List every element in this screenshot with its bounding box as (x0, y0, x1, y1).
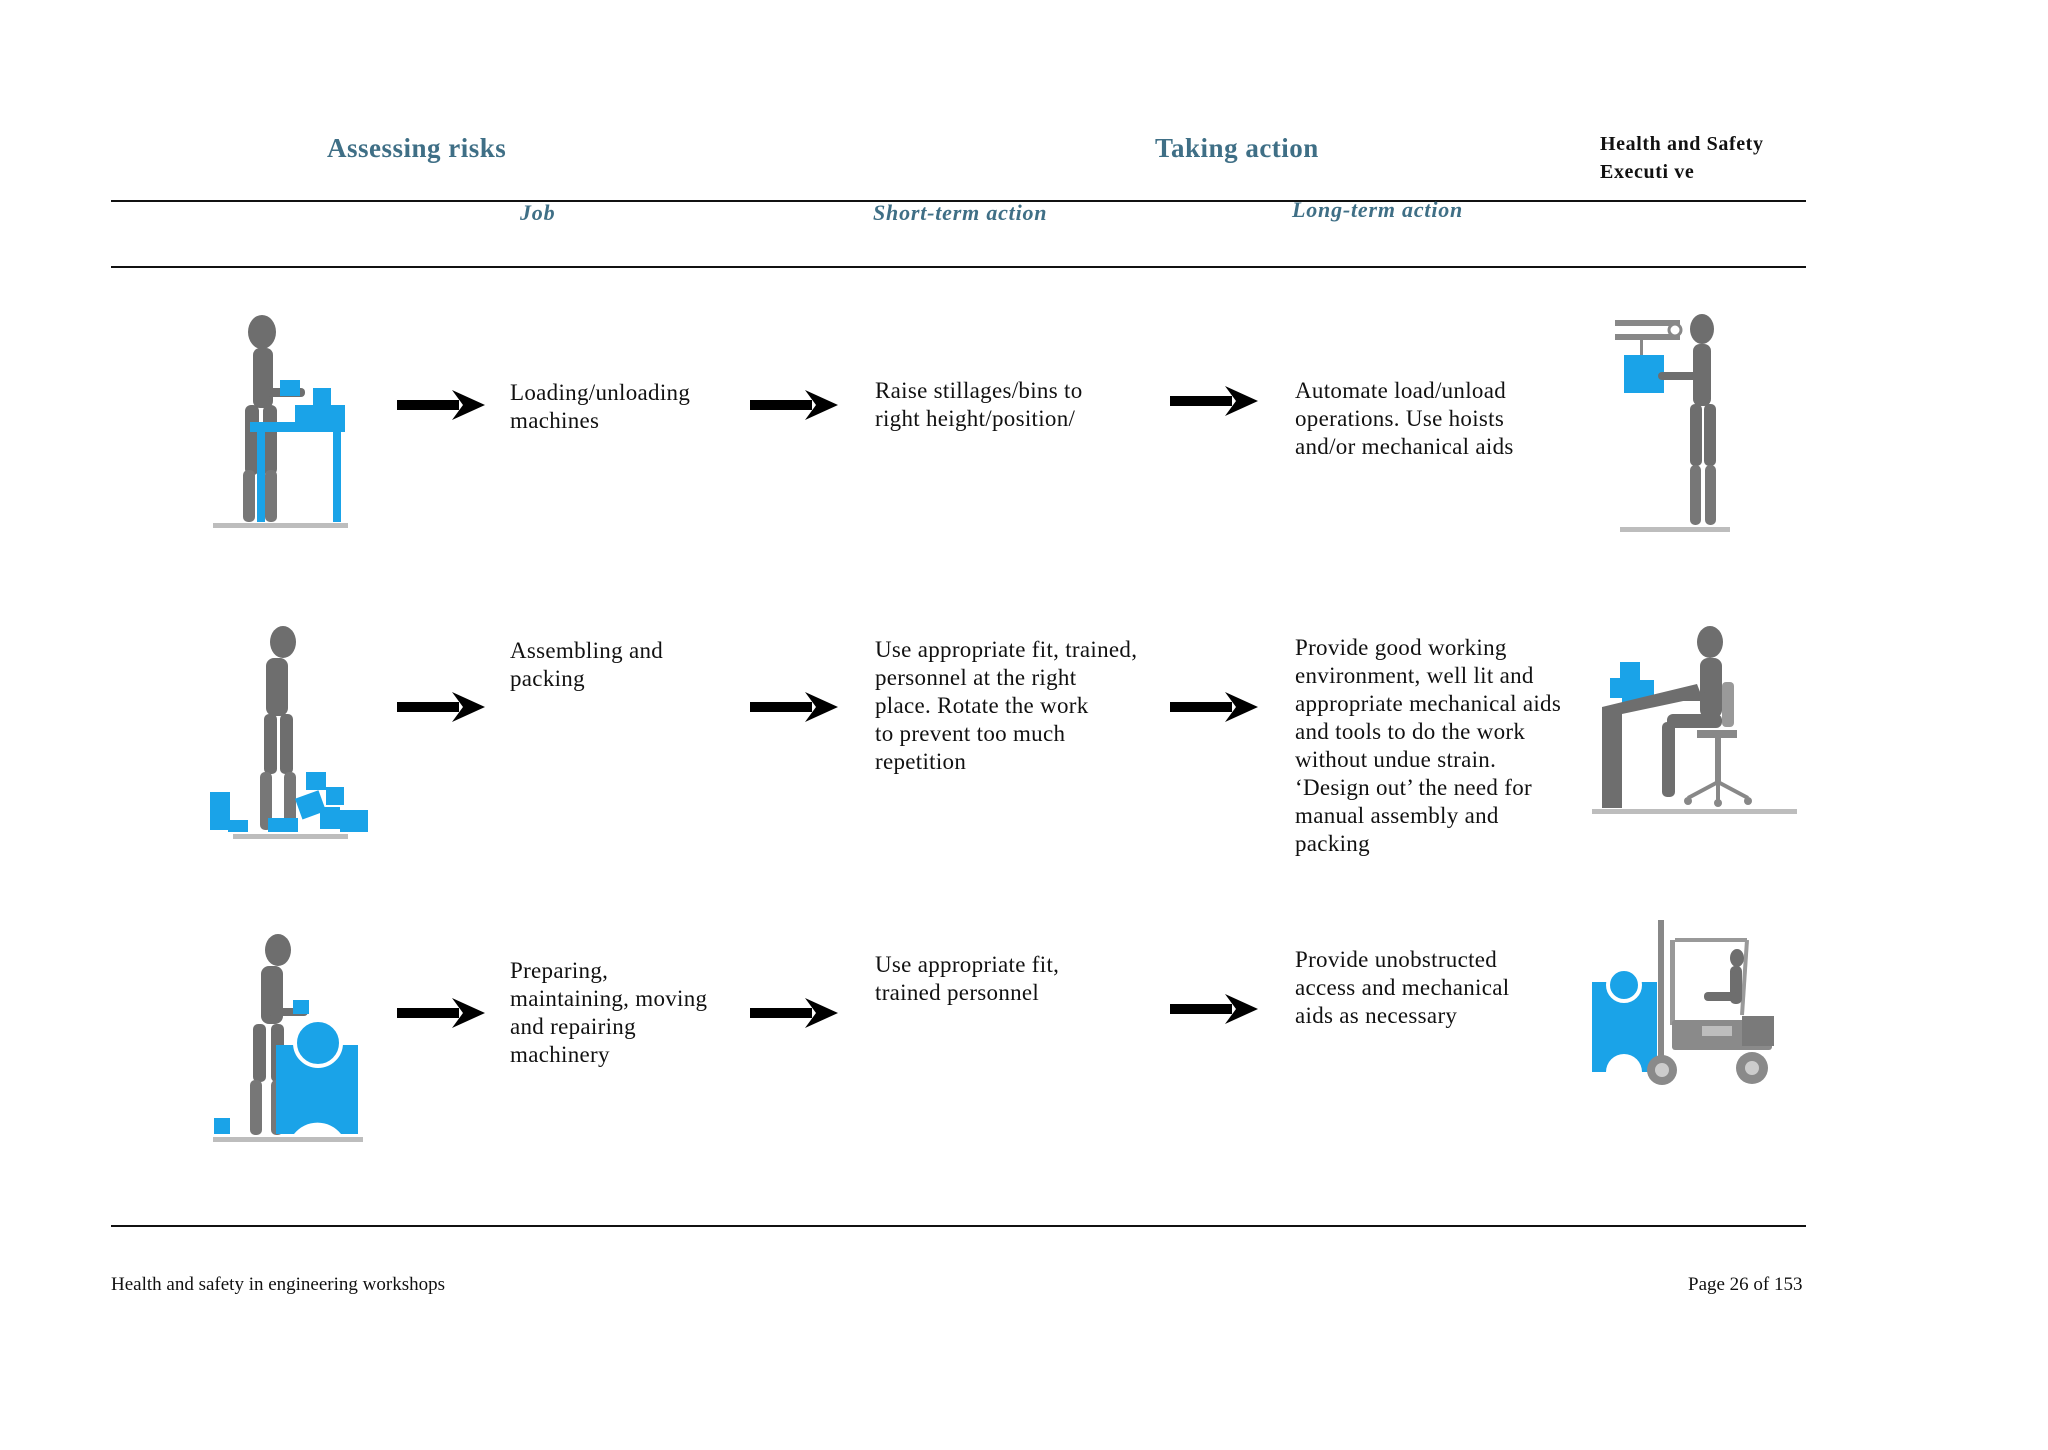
arrow-icon (750, 692, 838, 722)
arrow-icon (397, 390, 485, 420)
row3-short-term: Use appropriate fit,trained personnel (875, 952, 1060, 1005)
hse-line-1: Health and Safety (1600, 133, 1764, 155)
arrow-icon (1170, 692, 1258, 722)
footer-page-number: Page 26 of 153 (1688, 1274, 1803, 1295)
arrow-icon (750, 390, 838, 420)
header-rule-bottom (111, 266, 1806, 268)
hse-line-2: Executi ve (1600, 161, 1695, 183)
col-header-long-term: Long-term action (1292, 197, 1464, 222)
worker-hoist-illustration (1615, 314, 1730, 532)
arrow-icon (397, 998, 485, 1028)
worker-loading-illustration (213, 315, 348, 528)
header-rule-top (111, 200, 1806, 202)
hse-logo-text: Health and Safety Executi ve (1600, 130, 1764, 186)
forklift-illustration (1592, 920, 1774, 1085)
taking-action-heading: Taking action (1155, 133, 1319, 163)
worker-assembling-illustration (210, 626, 368, 839)
footer-rule (111, 1225, 1806, 1227)
arrow-icon (1170, 994, 1258, 1024)
assessing-risks-heading: Assessing risks (327, 133, 507, 163)
worker-machinery-illustration (213, 934, 363, 1142)
arrow-icon (750, 998, 838, 1028)
row2-short-term: Use appropriate fit, trained,personnel a… (875, 637, 1138, 774)
footer-document-title: Health and safety in engineering worksho… (111, 1274, 445, 1295)
col-header-job: Job (520, 200, 556, 225)
seated-worker-illustration (1592, 626, 1797, 814)
arrow-icon (1170, 386, 1258, 416)
arrow-icon (397, 692, 485, 722)
col-header-short-term: Short-term action (873, 200, 1048, 225)
